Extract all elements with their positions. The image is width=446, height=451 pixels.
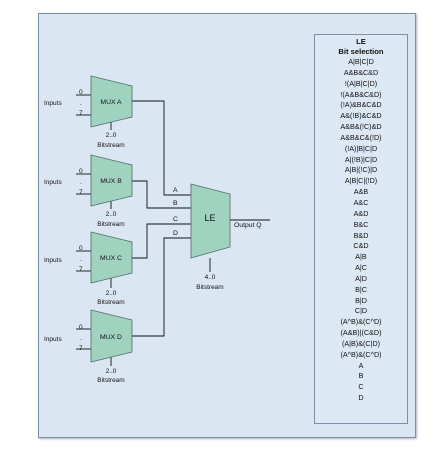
- diagram-frame: MUX A Inputs 0 . 7 2..0 Bitstream MUX B …: [38, 13, 416, 438]
- bit-selection-item: B|C: [355, 284, 367, 294]
- wire-mux-d-to-le-d: [132, 237, 191, 337]
- mux-d-inputs-label: Inputs: [44, 336, 62, 343]
- wire-mux-a-to-le-a: [132, 100, 191, 196]
- le-block-body: [190, 183, 231, 259]
- bit-selection-item: A: [358, 360, 364, 370]
- mux-d: MUX D Inputs 0 . 7 2..0 Bitstream: [44, 309, 133, 384]
- mux-b-index-dot: .: [80, 179, 82, 186]
- mux-c-index-bottom: 7: [79, 266, 83, 273]
- mux-d-index-dot: .: [80, 335, 82, 342]
- bit-selection-item: (A^B)&(C^D): [340, 349, 382, 359]
- mux-b-inputs-label: Inputs: [44, 179, 62, 186]
- bit-selection-item: A|B|C|(!D): [344, 176, 378, 186]
- mux-a-index-bottom: 7: [79, 110, 83, 117]
- panel-title: LE: [356, 37, 366, 46]
- wire-mux-b-to-le-b: [132, 180, 191, 209]
- mux-b-body: [90, 154, 133, 207]
- le-block: LE A B C D Output Q 4..0 Bitstream: [173, 183, 262, 291]
- bit-selection-item: B&C: [353, 219, 369, 229]
- mux-c-inputs-label: Inputs: [44, 257, 62, 264]
- bit-selection-item: A&(!B)&C&D: [340, 111, 382, 121]
- mux-c-body: [90, 231, 133, 284]
- circuit-diagram: MUX A Inputs 0 . 7 2..0 Bitstream MUX B …: [44, 75, 270, 384]
- bit-selection-item: A|B|(!C)|D: [344, 165, 378, 175]
- mux-d-body: [90, 309, 133, 363]
- bit-selection-item: A|C: [355, 263, 367, 273]
- mux-d-index-bottom: 7: [79, 345, 83, 352]
- bit-selection-item: !(A&B&C&D): [340, 89, 382, 99]
- mux-a-label: MUX A: [100, 99, 122, 106]
- mux-d-select-width: 2..0: [106, 368, 117, 375]
- mux-c-label: MUX C: [100, 255, 122, 262]
- bit-selection-item: A&D: [353, 208, 369, 218]
- le-port-b-label: B: [173, 200, 178, 207]
- mux-c: MUX C Inputs 0 . 7 2..0 Bitstream: [44, 231, 133, 306]
- bit-selection-item: (A|B)&(C|D): [341, 338, 381, 348]
- mux-b-label: MUX B: [100, 178, 122, 185]
- le-block-label: LE: [204, 213, 215, 223]
- mux-c-index-top: 0: [79, 245, 83, 252]
- mux-b: MUX B Inputs 0 . 7 2..0 Bitstream: [44, 154, 133, 228]
- bit-selection-item: A|B|C|D: [348, 57, 374, 66]
- bit-selection-item: A&B&C&(!D): [340, 132, 382, 142]
- mux-b-select-width: 2..0: [106, 211, 117, 218]
- le-port-c-label: C: [173, 216, 178, 223]
- bit-selection-item: A&B: [353, 187, 369, 197]
- bit-selection-item: (!A)&B&C&D: [340, 100, 382, 110]
- bit-selection-item: A|B: [355, 252, 367, 262]
- bit-selection-item: !(A|B|C|D): [344, 78, 378, 88]
- le-output-label: Output Q: [234, 222, 262, 229]
- bit-selection-item: (!A)|B|C|D: [344, 143, 378, 153]
- wire-mux-c-to-le-c: [132, 223, 191, 259]
- le-select-width: 4..0: [205, 274, 216, 281]
- mux-a-body: [90, 75, 133, 128]
- mux-d-bitstream-label: Bitstream: [97, 377, 124, 384]
- bit-selection-item: B&D: [353, 230, 369, 240]
- mux-b-bitstream-label: Bitstream: [97, 221, 124, 228]
- bit-selection-item: C|D: [354, 306, 368, 316]
- bit-selection-item: A|D: [355, 273, 367, 283]
- bit-selection-item: B|D: [355, 295, 367, 305]
- bit-selection-item: A&C: [353, 197, 369, 207]
- le-port-a-label: A: [173, 187, 178, 194]
- mux-c-index-dot: .: [80, 256, 82, 263]
- le-port-d-label: D: [173, 230, 178, 237]
- bit-selection-item: C: [358, 382, 364, 392]
- mux-a: MUX A Inputs 0 . 7 2..0 Bitstream: [44, 75, 133, 149]
- bit-selection-item: B: [358, 371, 364, 381]
- bit-selection-item: A&B&(!C)&D: [340, 122, 382, 132]
- le-bitstream-label: Bitstream: [196, 284, 223, 291]
- bit-selection-item: (A^B)&(C^D): [340, 317, 382, 327]
- panel-subtitle: Bit selection: [338, 47, 384, 56]
- mux-d-index-top: 0: [79, 324, 83, 331]
- mux-a-index-dot: .: [80, 100, 82, 107]
- bit-selection-item: C&D: [353, 241, 369, 251]
- wires: [132, 100, 270, 337]
- mux-c-select-width: 2..0: [106, 290, 117, 297]
- bit-selection-item: A&B&C&D: [343, 67, 379, 77]
- bit-selection-item: (A&B)|(C&D): [340, 328, 382, 338]
- mux-a-inputs-label: Inputs: [44, 100, 62, 107]
- mux-b-index-bottom: 7: [79, 189, 83, 196]
- mux-a-index-top: 0: [79, 89, 83, 96]
- mux-c-bitstream-label: Bitstream: [97, 299, 124, 306]
- mux-d-label: MUX D: [100, 334, 122, 341]
- mux-a-bitstream-label: Bitstream: [97, 142, 124, 149]
- bit-selection-item: A|(!B)|C|D: [344, 154, 378, 164]
- mux-a-select-width: 2..0: [106, 132, 117, 139]
- bit-selection-item: D: [358, 393, 364, 403]
- mux-b-index-top: 0: [79, 168, 83, 175]
